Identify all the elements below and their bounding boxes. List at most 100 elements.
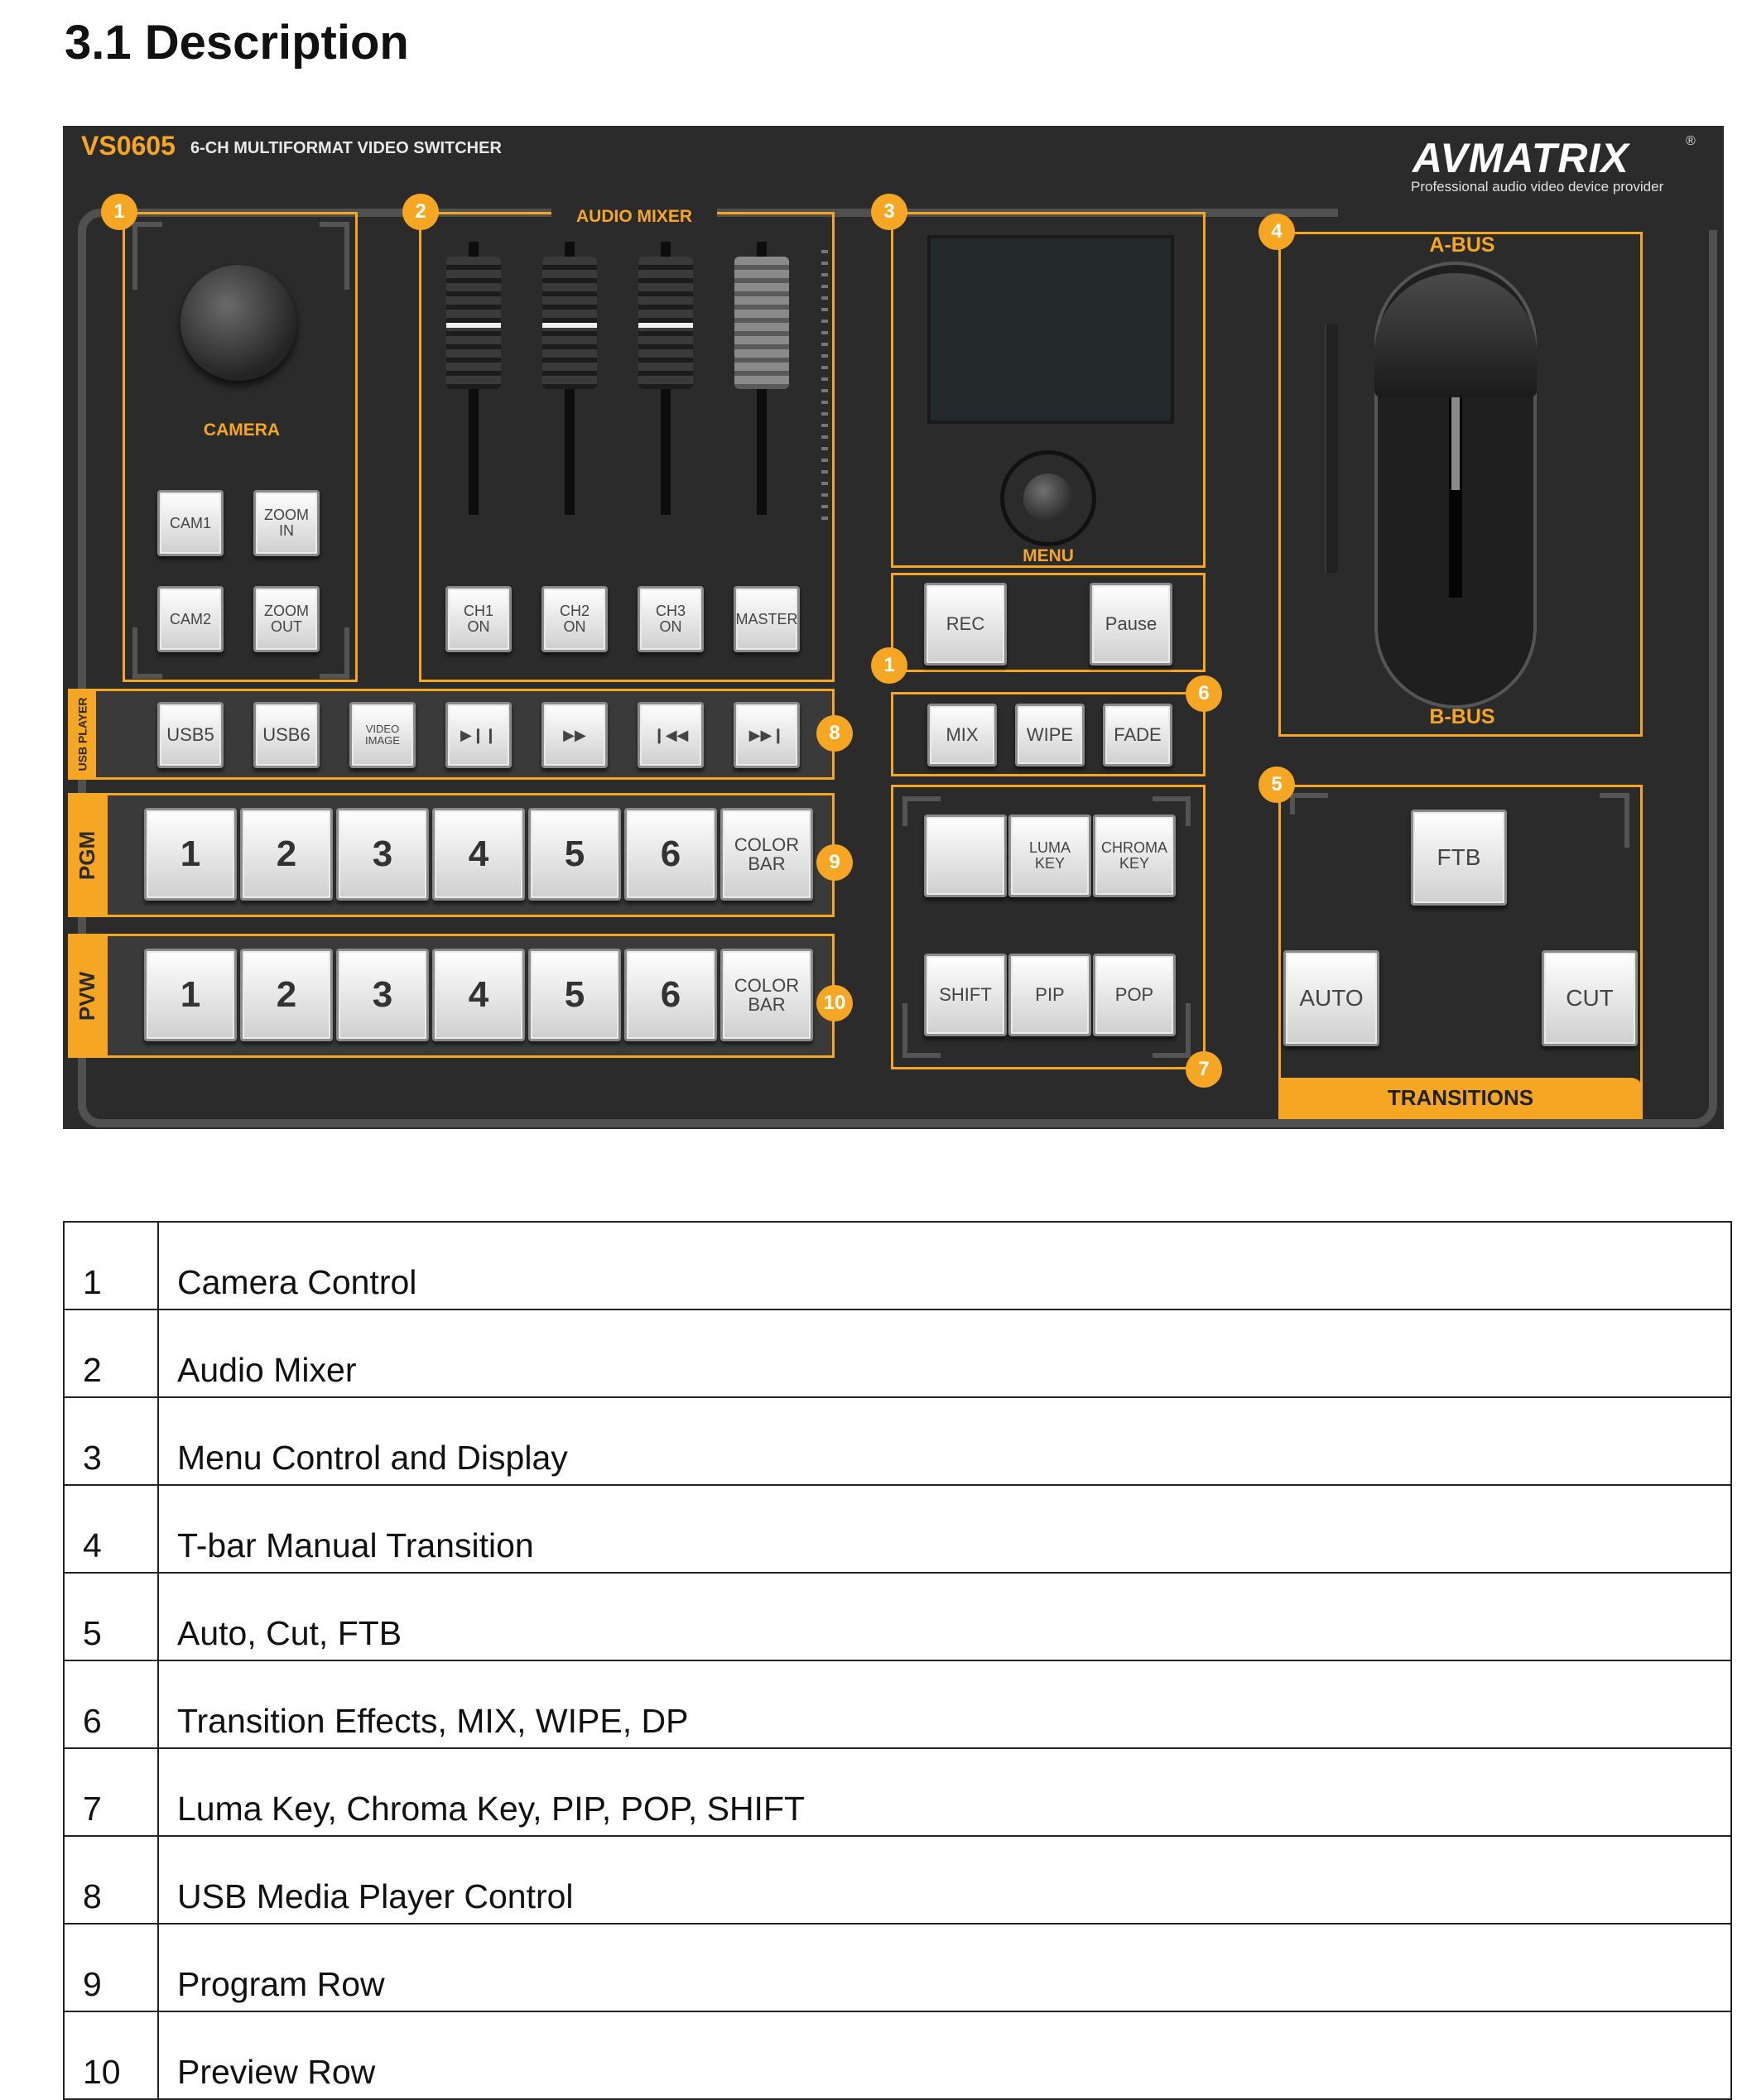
pgm-button-3[interactable]: 3 bbox=[336, 808, 429, 901]
pvw-button-1[interactable]: 1 bbox=[144, 949, 237, 1041]
brand-tagline: Professional audio video device provider bbox=[1411, 179, 1664, 195]
pvw-button-5[interactable]: 5 bbox=[528, 949, 621, 1041]
button-label: ZOOM OUT bbox=[264, 603, 309, 635]
cam1-button[interactable]: CAM1 bbox=[157, 490, 224, 556]
video-image-button[interactable]: VIDEO IMAGE bbox=[349, 702, 416, 768]
row-number: 3 bbox=[63, 1396, 159, 1486]
row-description: Camera Control bbox=[157, 1221, 1732, 1310]
blank-key-button[interactable] bbox=[924, 815, 1007, 897]
chroma-key-button[interactable]: CHROMA KEY bbox=[1093, 815, 1176, 897]
button-label: MIX bbox=[946, 724, 979, 746]
ch2-on-button[interactable]: CH2 ON bbox=[541, 586, 608, 652]
pgm-tab: PGM bbox=[68, 793, 108, 917]
fast-forward-button[interactable]: ▶▶ bbox=[541, 702, 608, 768]
brand-logo: AVMATRIX bbox=[1413, 135, 1629, 181]
previous-button[interactable]: ❙◀◀ bbox=[638, 702, 704, 768]
button-label: Pause bbox=[1105, 613, 1157, 635]
next-button[interactable]: ▶▶❙ bbox=[734, 702, 800, 768]
button-label: 1 bbox=[180, 833, 201, 874]
switcher-panel-illustration: VS0605 6-CH MULTIFORMAT VIDEO SWITCHER A… bbox=[63, 126, 1724, 1129]
pvw-button-4[interactable]: 4 bbox=[432, 949, 525, 1041]
button-label: REC bbox=[946, 613, 985, 635]
row-description: T-bar Manual Transition bbox=[157, 1484, 1732, 1574]
button-label: CUT bbox=[1566, 985, 1614, 1012]
fade-button[interactable]: FADE bbox=[1103, 704, 1172, 766]
transitions-section-box bbox=[1278, 785, 1643, 1119]
usb-player-tab: USB PLAYER bbox=[68, 689, 96, 780]
zoom-out-button[interactable]: ZOOM OUT bbox=[253, 586, 320, 652]
menu-knob-ring bbox=[1000, 450, 1096, 546]
b-bus-label: B-BUS bbox=[1429, 705, 1495, 728]
button-label: CAM1 bbox=[169, 514, 211, 531]
bracket bbox=[902, 1003, 941, 1058]
pop-button[interactable]: POP bbox=[1093, 954, 1176, 1036]
button-label: 6 bbox=[660, 973, 681, 1015]
row-number: 7 bbox=[63, 1747, 159, 1837]
auto-button[interactable]: AUTO bbox=[1283, 950, 1379, 1046]
pgm-button-5[interactable]: 5 bbox=[528, 808, 621, 901]
row-number: 5 bbox=[63, 1572, 159, 1661]
wipe-button[interactable]: WIPE bbox=[1015, 704, 1085, 766]
previous-icon: ❙◀◀ bbox=[652, 726, 689, 743]
pvw-button-6[interactable]: 6 bbox=[624, 949, 717, 1041]
menu-knob[interactable] bbox=[1023, 473, 1073, 523]
registered-mark: ® bbox=[1686, 134, 1696, 148]
pgm-button-4[interactable]: 4 bbox=[432, 808, 525, 901]
ch1-fader[interactable] bbox=[446, 257, 501, 389]
ch3-fader[interactable] bbox=[638, 257, 693, 389]
ch3-on-button[interactable]: CH3 ON bbox=[638, 586, 704, 652]
pgm-button-1[interactable]: 1 bbox=[144, 808, 237, 901]
ch1-on-button[interactable]: CH1 ON bbox=[445, 586, 512, 652]
play-pause-button[interactable]: ▶❙❙ bbox=[445, 702, 512, 768]
pip-button[interactable]: PIP bbox=[1008, 954, 1091, 1036]
bracket bbox=[132, 222, 162, 290]
mix-button[interactable]: MIX bbox=[927, 704, 997, 766]
rec-button[interactable]: REC bbox=[924, 583, 1007, 666]
cam2-button[interactable]: CAM2 bbox=[157, 586, 224, 652]
row-description: Transition Effects, MIX, WIPE, DP bbox=[157, 1660, 1732, 1749]
pgm-button-6[interactable]: 6 bbox=[624, 808, 717, 901]
row-number: 9 bbox=[63, 1923, 159, 2012]
cut-button[interactable]: CUT bbox=[1542, 950, 1638, 1046]
pgm-color-bar-button[interactable]: COLOR BAR bbox=[720, 808, 813, 901]
ch2-fader[interactable] bbox=[542, 257, 597, 389]
pvw-button-2[interactable]: 2 bbox=[240, 949, 333, 1041]
pause-button[interactable]: Pause bbox=[1090, 583, 1172, 666]
effects-section-box bbox=[891, 692, 1206, 776]
camera-joystick[interactable] bbox=[180, 265, 296, 381]
row-number: 4 bbox=[63, 1484, 159, 1574]
button-label: 2 bbox=[276, 833, 297, 874]
usb6-button[interactable]: USB6 bbox=[253, 702, 320, 768]
pvw-button-3[interactable]: 3 bbox=[336, 949, 429, 1041]
pgm-button-2[interactable]: 2 bbox=[240, 808, 333, 901]
button-label: ZOOM IN bbox=[264, 507, 309, 539]
master-fader[interactable] bbox=[734, 257, 789, 389]
zoom-in-button[interactable]: ZOOM IN bbox=[253, 490, 320, 556]
callout-badge-2: 2 bbox=[402, 194, 439, 230]
menu-label: MENU bbox=[1023, 546, 1074, 565]
button-label: COLOR BAR bbox=[734, 974, 800, 1015]
button-label: CH2 ON bbox=[559, 603, 590, 635]
button-label: 5 bbox=[564, 973, 585, 1015]
button-label: FTB bbox=[1437, 844, 1481, 871]
pvw-color-bar-button[interactable]: COLOR BAR bbox=[720, 949, 813, 1041]
tbar-handle[interactable] bbox=[1374, 273, 1537, 397]
shift-button[interactable]: SHIFT bbox=[924, 954, 1007, 1036]
button-label: CAM2 bbox=[169, 610, 211, 627]
button-label: 4 bbox=[468, 973, 489, 1015]
luma-key-button[interactable]: LUMA KEY bbox=[1008, 815, 1091, 897]
tbar-section-box bbox=[1278, 232, 1643, 737]
button-label: POP bbox=[1114, 984, 1154, 1006]
button-label: AUTO bbox=[1299, 985, 1364, 1012]
row-description: Auto, Cut, FTB bbox=[157, 1572, 1732, 1661]
usb5-button[interactable]: USB5 bbox=[157, 702, 224, 768]
button-label: USB6 bbox=[262, 724, 310, 746]
callout-badge-1b: 1 bbox=[871, 647, 907, 684]
model-description: 6-CH MULTIFORMAT VIDEO SWITCHER bbox=[190, 139, 502, 157]
ftb-button[interactable]: FTB bbox=[1411, 810, 1507, 906]
master-button[interactable]: MASTER bbox=[734, 586, 800, 652]
